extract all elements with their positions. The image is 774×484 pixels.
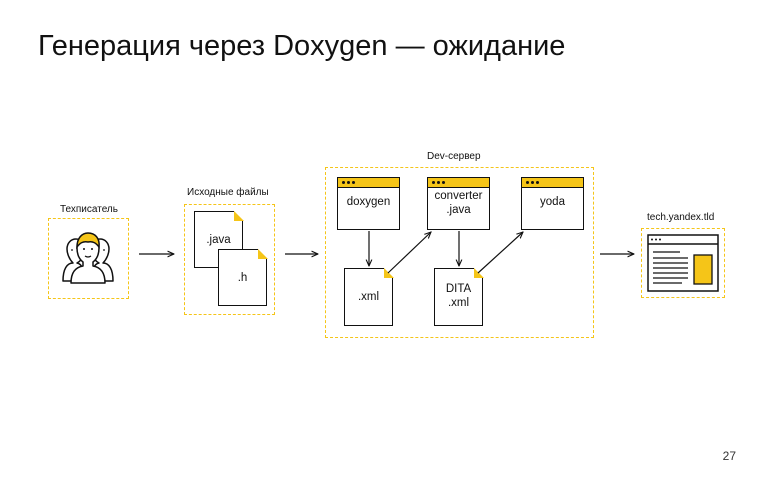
site-label: tech.yandex.tld: [647, 212, 715, 223]
xml-file-label: .xml: [357, 291, 380, 303]
slide-title: Генерация через Doxygen — ожидание: [38, 30, 566, 62]
converter-label-line2: .java: [446, 204, 471, 216]
dita-file-icon: DITA .xml: [434, 267, 484, 326]
h-file-icon: .h: [218, 248, 268, 306]
sources-box: [184, 204, 275, 315]
h-file-label: .h: [237, 272, 248, 284]
server-box: [325, 167, 594, 338]
server-label: Dev-сервер: [427, 151, 481, 162]
dita-file-label-line1: DITA: [445, 283, 472, 295]
xml-file-icon: .xml: [344, 267, 394, 326]
website-icon: [647, 234, 719, 292]
writers-icon: [62, 232, 114, 284]
page-number: 27: [722, 449, 736, 463]
yoda-label: yoda: [540, 196, 565, 208]
converter-label-line1: converter: [434, 190, 483, 202]
writer-label: Техписатель: [60, 204, 118, 215]
doxygen-label: doxygen: [346, 196, 391, 208]
arrow-xml-to-converter: [387, 232, 431, 274]
sources-label: Исходные файлы: [187, 187, 269, 198]
arrow-dita-to-yoda: [477, 232, 523, 274]
writer-box: [48, 218, 129, 299]
doxygen-window: doxygen: [337, 177, 400, 230]
dita-file-label-line2: .xml: [447, 297, 470, 309]
java-file-label: .java: [206, 234, 231, 246]
converter-window: converter .java: [427, 177, 490, 230]
site-box: [641, 228, 725, 298]
yoda-window: yoda: [521, 177, 584, 230]
